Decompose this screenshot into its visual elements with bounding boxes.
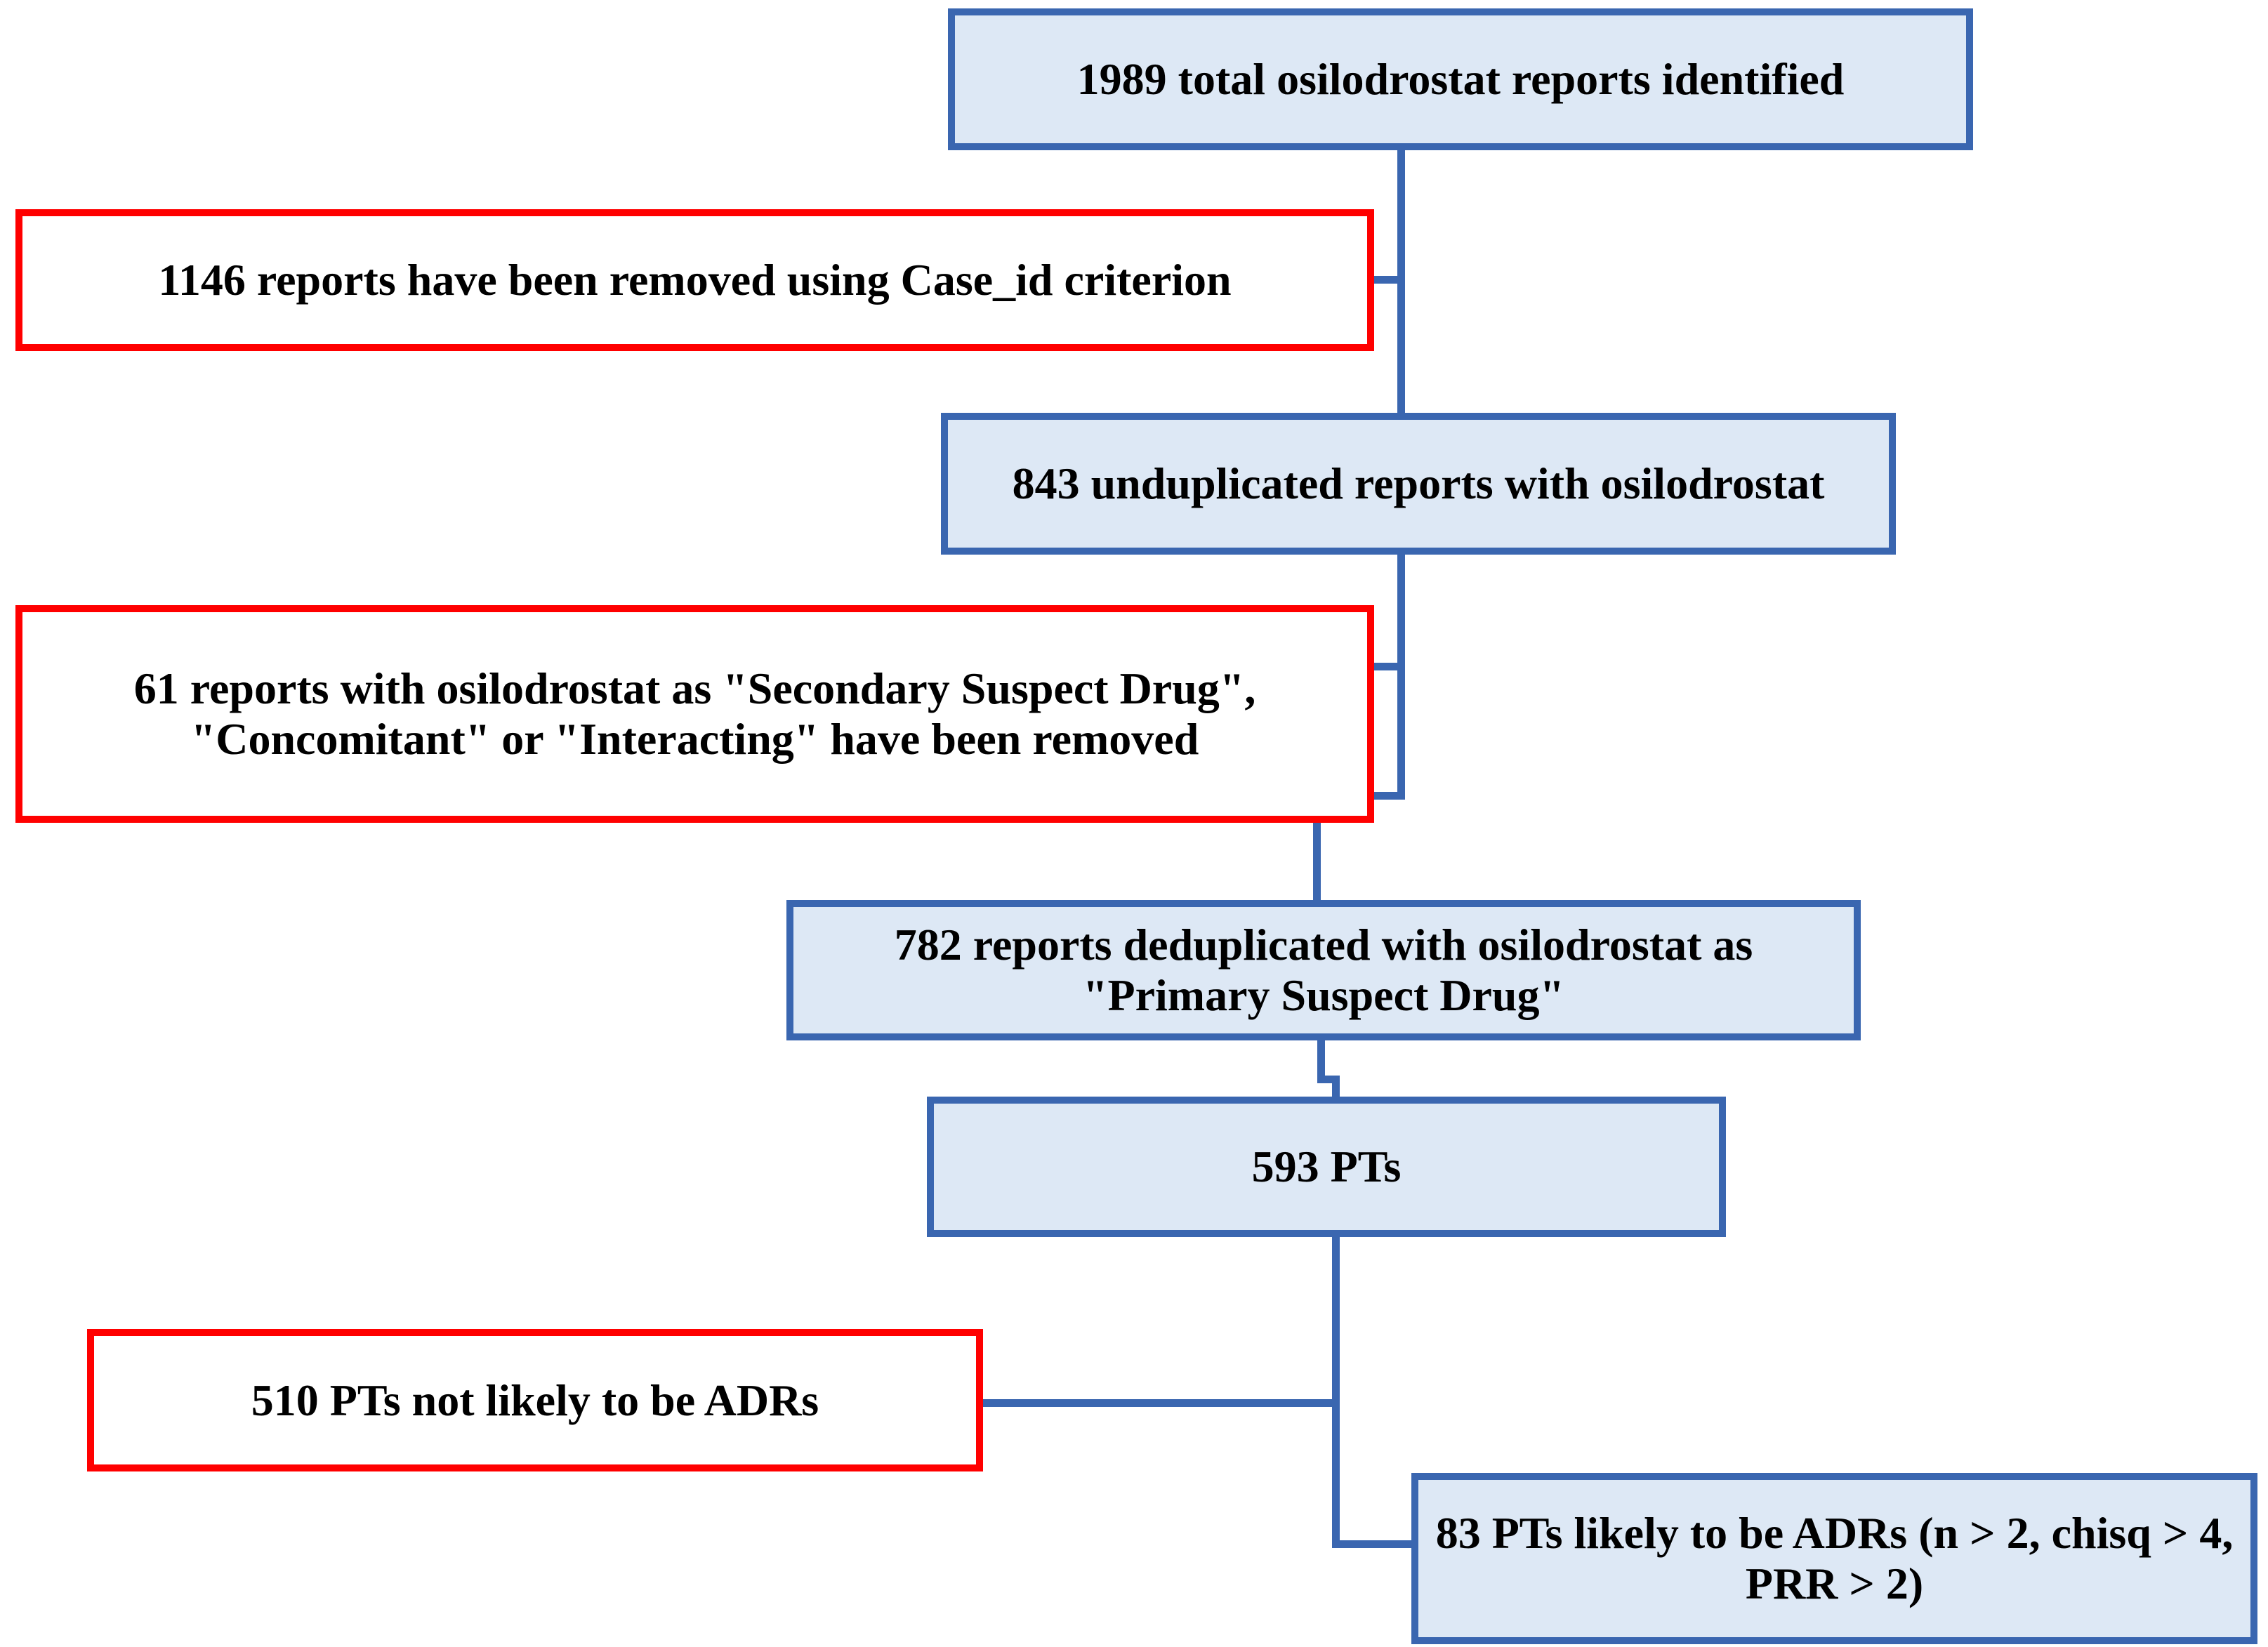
connector-unduplicated-down xyxy=(1397,553,1405,799)
connector-down-into-primary-suspect xyxy=(1313,792,1321,903)
node-primary-suspect-reports[interactable]: 782 reports deduplicated with osilodrost… xyxy=(786,900,1861,1040)
node-primary-suspect-reports-label: 782 reports deduplicated with osilodrost… xyxy=(894,920,1753,1020)
connector-stub-to-likely-adrs xyxy=(1332,1540,1418,1548)
node-excluded-case-id-label: 1146 reports have been removed using Cas… xyxy=(158,255,1232,305)
node-excluded-case-id[interactable]: 1146 reports have been removed using Cas… xyxy=(15,209,1374,351)
node-excluded-secondary-suspect[interactable]: 61 reports with osilodrostat as "Seconda… xyxy=(15,605,1374,823)
node-pts-total[interactable]: 593 PTs xyxy=(927,1097,1726,1237)
connector-jog-right-to-pts xyxy=(1317,1076,1340,1083)
node-excluded-secondary-suspect-label: 61 reports with osilodrostat as "Seconda… xyxy=(133,663,1256,764)
node-excluded-not-adrs-label: 510 PTs not likely to be ADRs xyxy=(251,1375,819,1425)
node-pts-total-label: 593 PTs xyxy=(1251,1142,1402,1192)
connector-primary-suspect-down xyxy=(1317,1039,1325,1083)
connector-down-into-pts xyxy=(1332,1076,1340,1104)
node-pts-likely-adrs-label: 83 PTs likely to be ADRs (n > 2, chisq >… xyxy=(1435,1508,2234,1608)
node-excluded-not-adrs[interactable]: 510 PTs not likely to be ADRs xyxy=(87,1329,983,1471)
node-unduplicated-reports-label: 843 unduplicated reports with osilodrost… xyxy=(1012,458,1825,509)
connector-branch-to-exclusion-not-adrs xyxy=(980,1399,1340,1407)
node-unduplicated-reports[interactable]: 843 unduplicated reports with osilodrost… xyxy=(941,413,1896,555)
node-total-reports[interactable]: 1989 total osilodrostat reports identifi… xyxy=(948,8,1973,150)
node-pts-likely-adrs[interactable]: 83 PTs likely to be ADRs (n > 2, chisq >… xyxy=(1411,1473,2257,1644)
connector-stub-to-exclusion-secondary xyxy=(1367,663,1405,670)
connector-stub-to-exclusion-case-id xyxy=(1367,276,1405,284)
connector-pts-down xyxy=(1332,1237,1340,1548)
node-total-reports-label: 1989 total osilodrostat reports identifi… xyxy=(1076,54,1845,105)
